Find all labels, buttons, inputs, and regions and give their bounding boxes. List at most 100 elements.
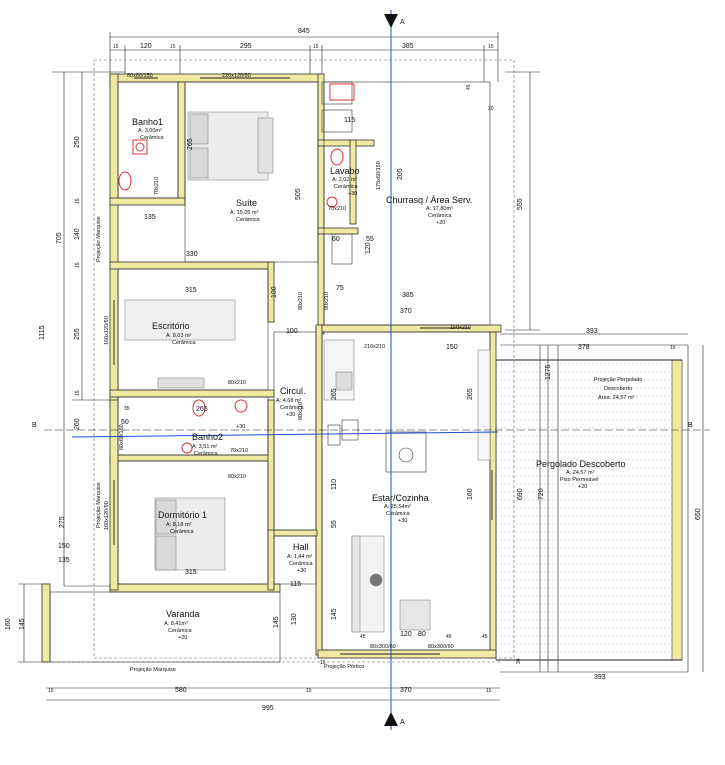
room-area: A: 1,44 m² xyxy=(287,554,313,560)
room-name: Circul. xyxy=(280,386,306,396)
opening-j-dorm: 160x120/90 xyxy=(104,501,110,530)
dim-i-45b: 45 xyxy=(482,634,488,640)
dim-right-1275: 1275 xyxy=(545,364,552,380)
dim-i-130: 130 xyxy=(291,613,298,625)
openings xyxy=(113,77,493,655)
dim-bottom-580: 580 xyxy=(175,687,187,694)
room-area: A: 3,51 m² xyxy=(192,444,218,450)
room-area: A: 24,57 m² xyxy=(566,470,595,476)
dim-right-690: 690 xyxy=(517,488,524,500)
section-b-right: B xyxy=(688,422,693,429)
opening-p-banho2: 70x210 xyxy=(230,448,248,454)
dim-i-315: 315 xyxy=(185,287,197,294)
dim-i-55: 55 xyxy=(366,236,374,243)
opening-p-churr: 80x210 xyxy=(324,292,330,310)
dim-i-145b: 145 xyxy=(331,608,338,620)
note-marquise-v2: Projeção Marquise xyxy=(96,482,102,528)
opening-j-cozinha: 150x210 xyxy=(450,325,471,331)
dim-right-555: 555 xyxy=(517,198,524,210)
room-finish: Cerâmica xyxy=(289,561,313,567)
dim-i-100b: 100 xyxy=(286,328,298,335)
dim-bottom-15a: 15 xyxy=(48,688,54,694)
opening-p-suite: 80x210 xyxy=(298,292,304,310)
room-name: Suíte xyxy=(236,198,257,208)
room-name: Banho2 xyxy=(192,432,223,442)
dim-i-20: 20 xyxy=(488,106,494,112)
dim-i-145: 145 xyxy=(273,616,280,628)
dim-left-1115: 1115 xyxy=(39,325,46,340)
room-level: +20 xyxy=(578,484,587,490)
room-varanda: Varanda A: 8,41m² Cerâmica +20 xyxy=(164,609,199,641)
opening-p-entrada1: 80x300/60 xyxy=(370,644,396,650)
dim-i-45c: 45 xyxy=(446,634,452,640)
room-area: A: 3,00m² xyxy=(138,128,162,134)
dim-i-505: 505 xyxy=(295,188,302,200)
room-finish: Cerâmica xyxy=(172,340,196,346)
room-area: A: 25,54m² xyxy=(384,504,411,510)
dim-top-385: 385 xyxy=(402,43,414,50)
room-level: +30 xyxy=(398,518,407,524)
room-level: +30 xyxy=(297,568,306,574)
dim-i-115b: 115 xyxy=(290,581,301,588)
section-b-left: B xyxy=(32,422,37,429)
dim-i-315b: 315 xyxy=(185,569,197,576)
note-portico: Projeção Pórtico xyxy=(324,664,364,670)
opening-p-entrada2: 80x300/60 xyxy=(428,644,454,650)
room-pergolado: Pergolado Descoberto A: 24,57 m² Piso Pe… xyxy=(536,459,626,490)
dim-left-160: 160 xyxy=(5,618,12,630)
opening-j-escritorio: 160x120/90 xyxy=(104,316,110,345)
dim-i-205: 205 xyxy=(397,168,404,180)
dim-i-80: 80 xyxy=(418,631,426,638)
dim-bottom-15b: 15 xyxy=(306,688,312,694)
room-name: Estar/Cozinha xyxy=(372,493,429,503)
room-level: +20 xyxy=(178,635,187,641)
room-area: A: 8,41m² xyxy=(164,621,188,627)
dim-top-15a: 15 xyxy=(113,44,119,50)
dim-top-total: 845 xyxy=(298,28,310,35)
dim-left-275: 275 xyxy=(59,516,66,528)
room-name: Hall xyxy=(293,542,309,552)
room-level: +20 xyxy=(436,220,445,226)
room-finish: Cerâmica xyxy=(236,217,260,223)
opening-j-banho2: 80x60/150 xyxy=(119,424,125,450)
room-area: A: 8,18 m² xyxy=(166,522,192,528)
room-circul: Circul. A: 4,68 m² Cerâmica +30 xyxy=(276,386,306,418)
dim-left-135: 135 xyxy=(58,557,70,564)
room-name: Varanda xyxy=(166,609,199,619)
section-axes xyxy=(44,10,710,730)
opening-p-hall-top: 80x210 xyxy=(298,402,304,420)
room-level: +30 xyxy=(286,412,295,418)
room-name: Pergolado Descoberto xyxy=(536,459,626,469)
dim-i-45d: 45 xyxy=(360,634,366,640)
dim-left-705: 705 xyxy=(56,232,63,244)
dim-right-720: 720 xyxy=(538,488,545,500)
room-banho2: Banho2 A: 3,51 m² Cerâmica +30 xyxy=(192,424,245,457)
note-pergolado-2: Descoberto xyxy=(604,386,632,392)
room-level: +30 xyxy=(348,191,357,197)
room-area: A: 2,02 m² xyxy=(332,177,358,183)
opening-p-cozinha: 210x210 xyxy=(364,344,385,350)
dim-left-140: 140 xyxy=(74,228,81,240)
room-dormitorio1: Dormitório 1 A: 8,18 m² Cerâmica xyxy=(158,510,207,535)
section-a-top: A xyxy=(400,19,405,26)
dim-left-15b: 15 xyxy=(75,262,81,268)
dim-i-50: 50 xyxy=(121,419,129,426)
dim-left-250: 250 xyxy=(74,136,81,148)
room-banho1: Banho1 A: 3,00m² Cerâmica xyxy=(132,117,164,141)
dim-i-150: 150 xyxy=(446,344,458,351)
dim-bottom-15c: 15 xyxy=(486,688,492,694)
opening-j1: 80x60/150 xyxy=(127,73,153,79)
dim-i-265d: 265 xyxy=(467,388,474,400)
room-name: Dormitório 1 xyxy=(158,510,207,520)
dim-bottom-393: 393 xyxy=(594,674,606,681)
room-name: Churrasq / Área Serv. xyxy=(386,195,472,205)
dim-i-370: 370 xyxy=(400,308,412,315)
dim-left-260: 260 xyxy=(74,418,81,430)
opening-j3: 175x60/150 xyxy=(376,161,382,190)
dim-top-120: 120 xyxy=(140,43,152,50)
dim-i-75: 75 xyxy=(336,285,344,292)
room-level: +30 xyxy=(236,424,245,430)
dim-i-110: 110 xyxy=(331,479,338,490)
note-pergolado-3: Área: 24,57 m² xyxy=(598,394,635,401)
